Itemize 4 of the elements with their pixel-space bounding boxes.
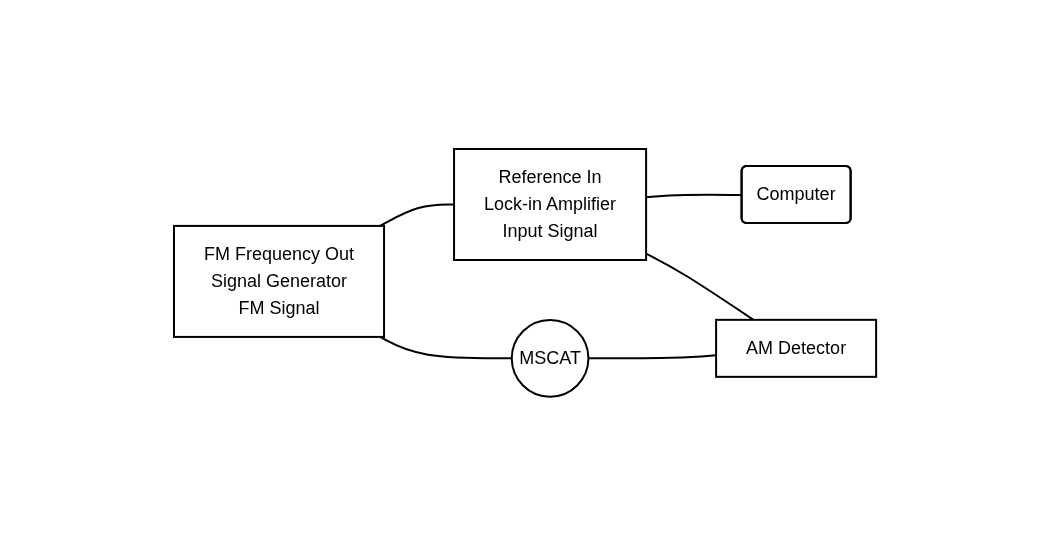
node-circle: MSCAT	[510, 319, 590, 398]
node-box: AM Detector	[715, 319, 878, 378]
node-box: FM Frequency Out Signal Generator FM Signal	[172, 225, 385, 339]
node-box: Reference In Lock-in Amplifier Input Signal	[453, 148, 648, 262]
